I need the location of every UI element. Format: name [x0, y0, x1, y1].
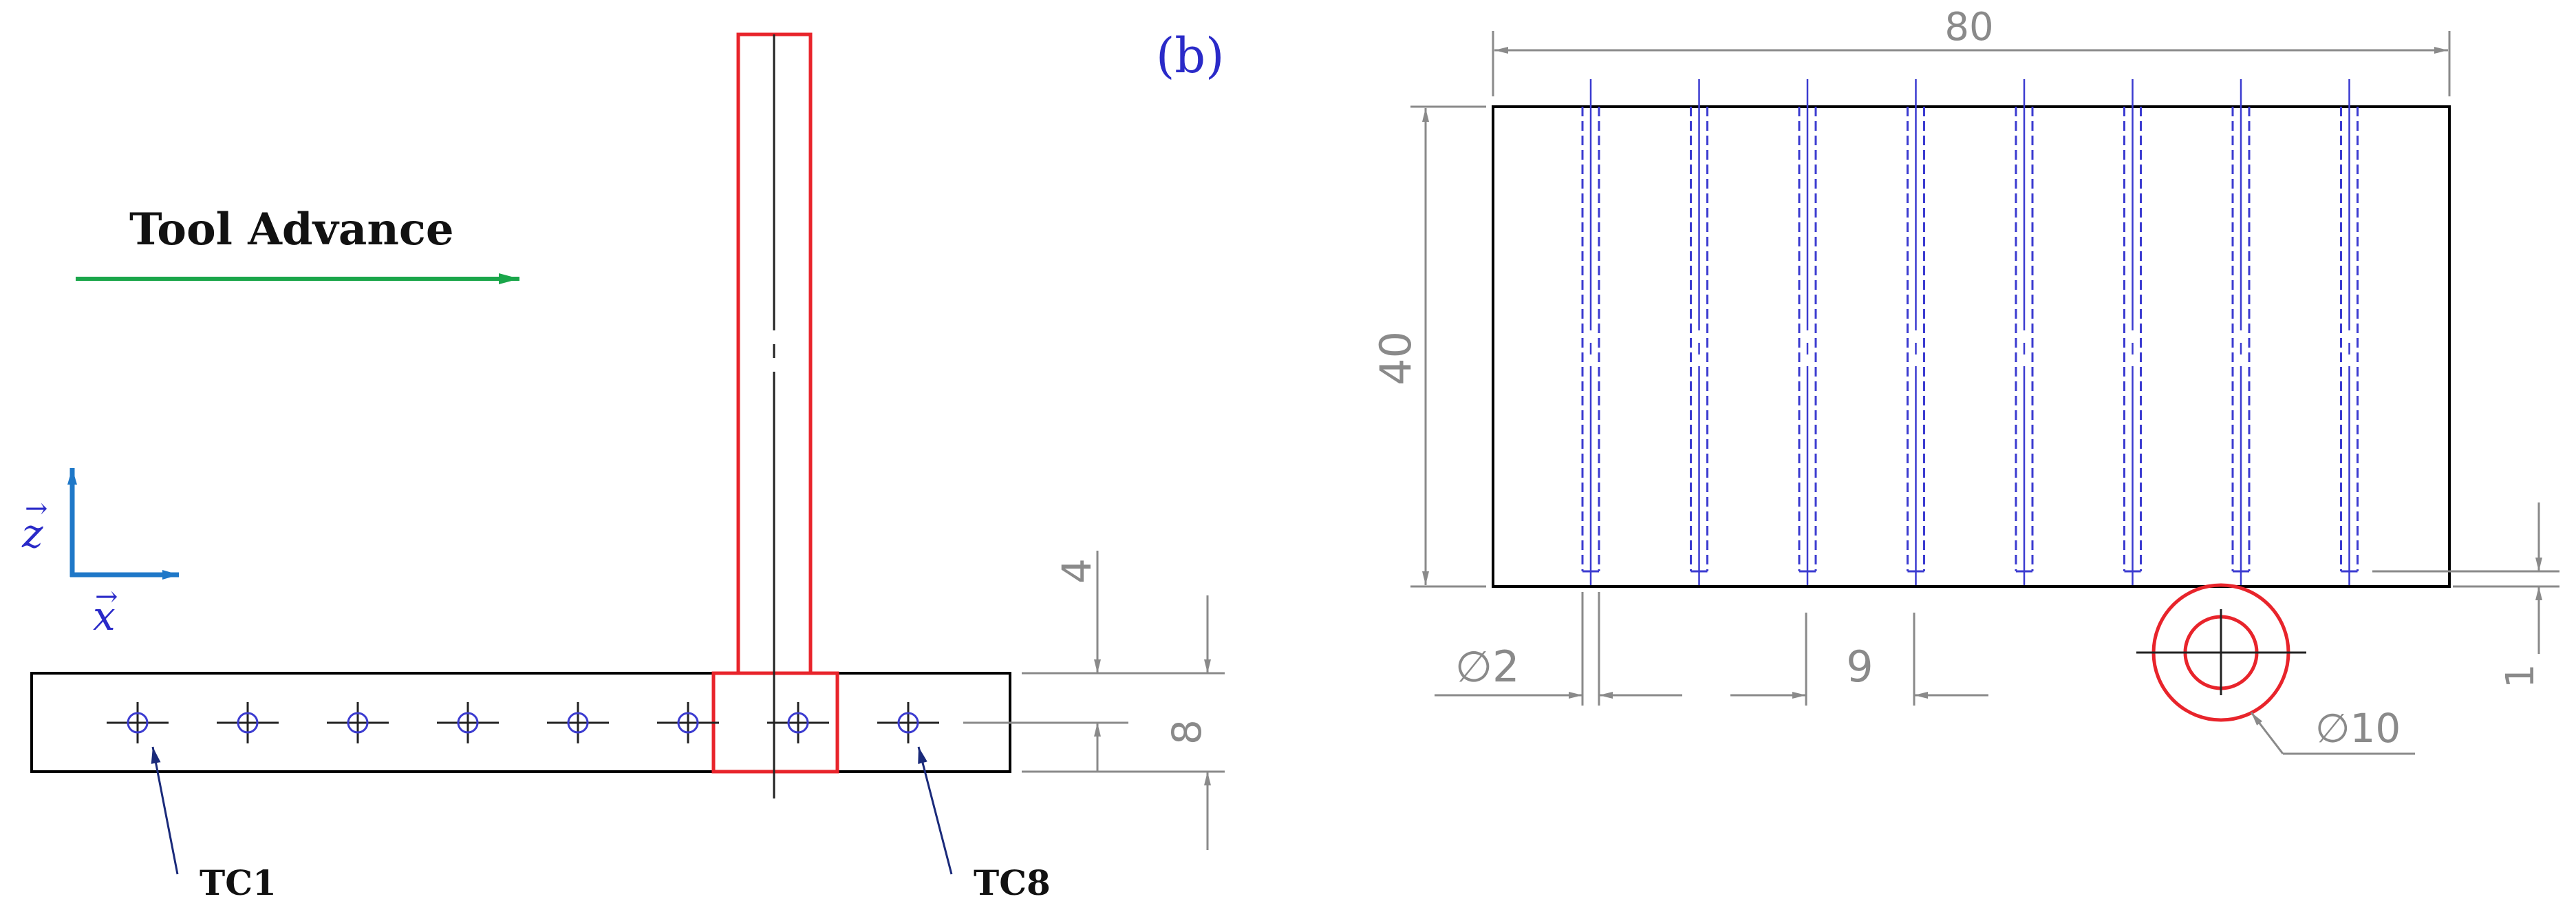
dim-phi2-line	[1435, 592, 1682, 706]
thermocouple-holes-side	[107, 702, 939, 743]
dim-80: 80	[1944, 5, 1993, 50]
thermocouple-side-7	[767, 702, 829, 743]
thermocouple-side-1	[107, 702, 169, 743]
tc8-label: TC8	[974, 862, 1051, 903]
dim-40: 40	[1371, 331, 1421, 385]
dim-4: 4	[1053, 558, 1100, 584]
dim-1: 1	[2498, 664, 2543, 688]
hole-top-5	[2015, 79, 2034, 585]
hole-top-7	[2231, 79, 2251, 585]
thermocouple-side-2	[217, 702, 279, 743]
dim-phi10: ∅10	[2315, 705, 2401, 752]
tc1-label: TC1	[200, 862, 277, 903]
thermocouple-side-4	[437, 702, 499, 743]
dim-1-line	[2372, 502, 2559, 654]
thermocouple-side-8	[877, 702, 939, 743]
axis-indicator: z x → →	[21, 468, 179, 639]
dim-9: 9	[1846, 642, 1873, 692]
hole-top-2	[1690, 79, 1708, 585]
hole-top-6	[2123, 79, 2142, 585]
hole-top-4	[1907, 79, 1925, 585]
side-dimensions	[963, 551, 1225, 850]
tool-advance-label: Tool Advance	[129, 204, 454, 255]
plan-view: 80 40 ∅2 9 1	[1371, 5, 2559, 755]
side-view: (b) Tool Advance z x → → TC1 TC8	[21, 28, 1225, 903]
hole-top-3	[1798, 79, 1817, 585]
workpiece-plate-side	[30, 672, 1011, 773]
dim-9-line	[1730, 613, 1988, 706]
workpiece-plate-top	[1492, 105, 2451, 588]
z-vector-mark: →	[25, 493, 48, 525]
tc1-leader	[151, 746, 179, 875]
hole-top-1	[1581, 79, 1600, 585]
hole-top-8	[2340, 79, 2359, 585]
tc8-leader	[917, 746, 953, 875]
dim-40-line	[1410, 105, 1486, 588]
dim-80-line	[1492, 31, 2451, 96]
thermocouple-side-5	[547, 702, 609, 743]
tool-plan-circle	[2136, 583, 2306, 722]
x-vector-mark: →	[95, 581, 118, 613]
thermocouple-side-3	[327, 702, 389, 743]
dim-phi2: ∅2	[1455, 642, 1519, 692]
thermocouple-side-6	[657, 702, 719, 743]
dim-phi10-leader	[2250, 712, 2415, 755]
dim-8: 8	[1163, 719, 1210, 745]
x-axis-label: x	[93, 593, 116, 639]
thermocouple-holes-top	[1581, 79, 2359, 585]
panel-label: (b)	[1156, 28, 1224, 84]
z-axis-label: z	[21, 510, 43, 557]
